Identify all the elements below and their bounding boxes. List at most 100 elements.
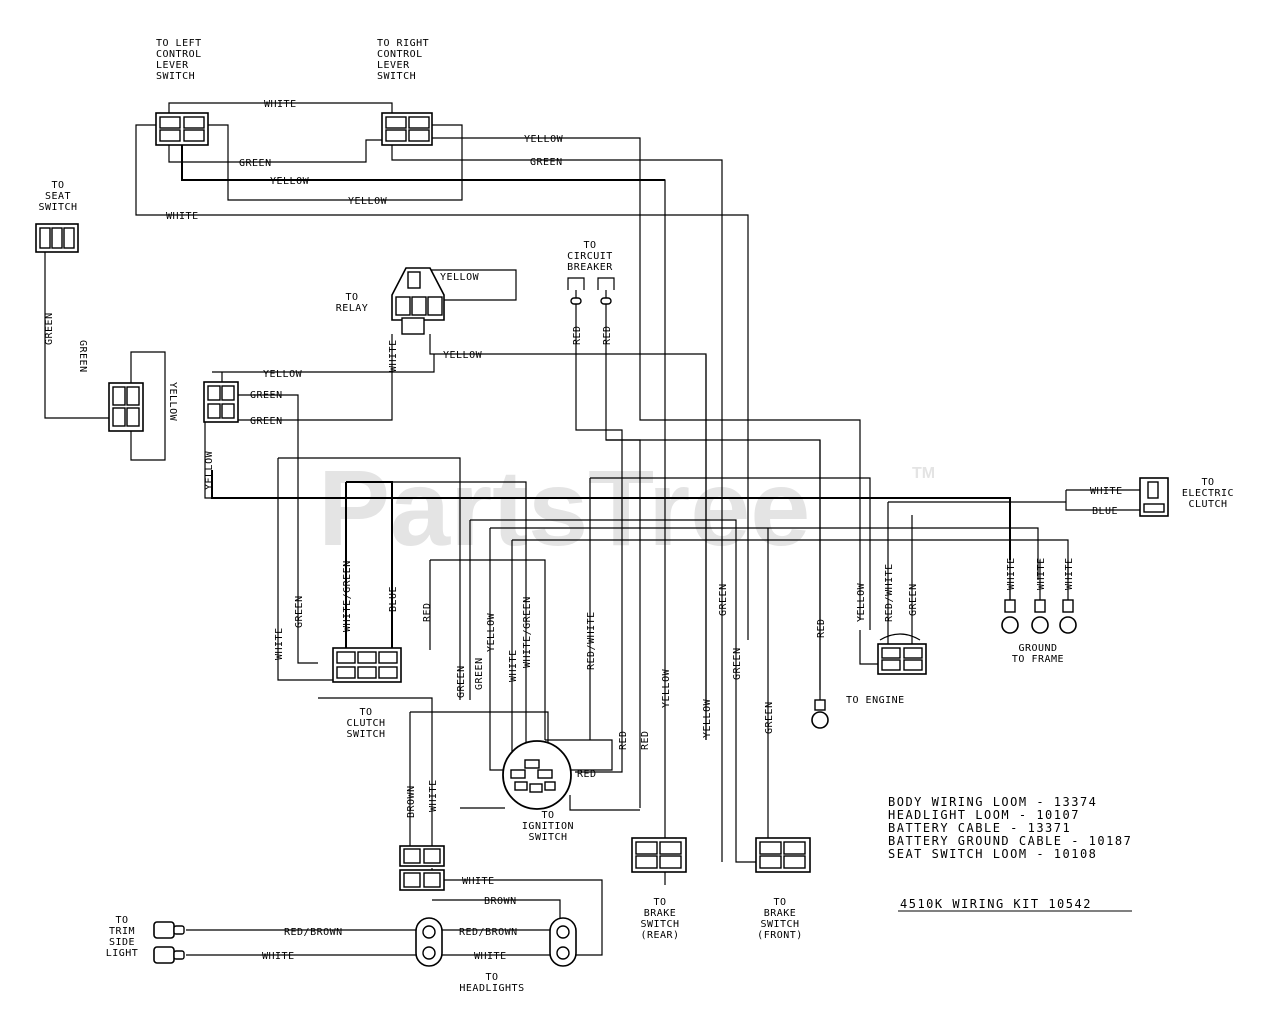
svg-text:CLUTCH: CLUTCH (346, 718, 385, 729)
svg-text:TO: TO (773, 897, 786, 908)
svg-text:RELAY: RELAY (336, 303, 369, 314)
svg-text:LIGHT: LIGHT (106, 948, 139, 959)
caption-circuit-breaker: TO CIRCUIT BREAKER (567, 240, 613, 273)
caption-brake-front: TO BRAKE SWITCH (FRONT) (757, 897, 803, 941)
vlabel-green-seat: GREEN (44, 312, 55, 345)
legend-line: SEAT SWITCH LOOM - 10108 (888, 847, 1097, 861)
vlabel-brown: BROWN (406, 785, 417, 818)
svg-text:SWITCH: SWITCH (640, 919, 679, 930)
vlabel-white-ground-2: WHITE (1036, 557, 1047, 590)
vlabel-yellow-mid: YELLOW (204, 450, 215, 490)
svg-text:BRAKE: BRAKE (764, 908, 797, 919)
legend-line: BATTERY CABLE - 13371 (888, 821, 1071, 835)
caption-seat-switch: TO SEAT SWITCH (38, 180, 77, 213)
headlight-right (549, 917, 577, 967)
wire-label-yellow-right: YELLOW (524, 134, 564, 145)
legend-line: BODY WIRING LOOM - 13374 (888, 795, 1097, 809)
svg-text:SIDE: SIDE (109, 937, 135, 948)
wire-label-white-top: WHITE (264, 99, 297, 110)
caption-right-control-lever: TO RIGHT CONTROL LEVER SWITCH (377, 38, 429, 82)
vlabel-white-ignition: WHITE (508, 649, 519, 682)
vlabel-green-ignition-2: GREEN (474, 657, 485, 690)
svg-text:LEVER: LEVER (377, 60, 410, 71)
caption-ignition-switch: TO IGNITION SWITCH (522, 810, 574, 843)
svg-text:TO RIGHT: TO RIGHT (377, 38, 429, 49)
svg-text:TO FRAME: TO FRAME (1012, 654, 1064, 665)
clutch-switch-connector (332, 647, 402, 683)
legend-line: HEADLIGHT LOOM - 10107 (888, 808, 1080, 822)
svg-text:ELECTRIC: ELECTRIC (1182, 488, 1234, 499)
caption-engine: TO ENGINE (846, 695, 905, 706)
vlabel-green-seat-2: GREEN (77, 340, 88, 373)
wire-label-yellow-relay: YELLOW (440, 272, 480, 283)
headlight-left (415, 917, 443, 967)
svg-text:SWITCH: SWITCH (377, 71, 416, 82)
vlabel-white-left: WHITE (274, 627, 285, 660)
vlabel-red-2: RED (640, 730, 651, 750)
svg-text:TO: TO (485, 972, 498, 983)
svg-text:IGNITION: IGNITION (522, 821, 574, 832)
wire-label-yellow-relay-out: YELLOW (443, 350, 483, 361)
caption-electric-clutch: TO ELECTRIC CLUTCH (1182, 477, 1234, 510)
vlabel-yellow-engine: YELLOW (856, 582, 867, 622)
svg-text:CLUTCH: CLUTCH (1188, 499, 1227, 510)
vlabel-red-white-ignition: RED/WHITE (586, 611, 597, 670)
caption-clutch-switch: TO CLUTCH SWITCH (346, 707, 385, 740)
vlabel-white-ground-3: WHITE (1064, 557, 1075, 590)
wire-label-brown-headlight: BROWN (484, 896, 517, 907)
svg-text:SWITCH: SWITCH (760, 919, 799, 930)
vlabel-green-brake-front: GREEN (764, 701, 775, 734)
wire-label-blue-clutch: BLUE (1092, 506, 1118, 517)
svg-text:TO: TO (51, 180, 64, 191)
svg-text:CONTROL: CONTROL (377, 49, 423, 60)
engine-connector (877, 643, 927, 675)
svg-text:LEVER: LEVER (156, 60, 189, 71)
wire-label-red-ignition: RED (577, 769, 597, 780)
kit-title: 4510K WIRING KIT 10542 (900, 897, 1092, 911)
wire-label-green-mid-2: GREEN (250, 416, 283, 427)
vlabel-red-clutch: RED (422, 602, 433, 622)
svg-text:SWITCH: SWITCH (38, 202, 77, 213)
caption-trim-light: TO TRIM SIDE LIGHT (106, 915, 139, 959)
relay-connector (391, 267, 445, 335)
svg-text:(REAR): (REAR) (640, 930, 679, 941)
wire-label-yellow-mid: YELLOW (263, 369, 303, 380)
vlabel-blue: BLUE (388, 586, 399, 612)
svg-text:CIRCUIT: CIRCUIT (567, 251, 613, 262)
svg-text:TO: TO (1201, 477, 1214, 488)
svg-text:TO: TO (115, 915, 128, 926)
svg-text:TO: TO (359, 707, 372, 718)
vertical-wire-labels: GREEN GREEN YELLOW WHITE RED RED YELLOW … (44, 312, 1075, 818)
wire-label-green-mid: GREEN (250, 390, 283, 401)
caption-ground: GROUND TO FRAME (1012, 643, 1064, 665)
svg-text:(FRONT): (FRONT) (757, 930, 803, 941)
caption-headlights: TO HEADLIGHTS (459, 972, 524, 994)
left-control-lever-connector (155, 112, 209, 146)
vlabel-red-1: RED (618, 730, 629, 750)
wire-label-white-long: WHITE (166, 211, 199, 222)
vlabel-green-engine: GREEN (908, 583, 919, 616)
svg-text:SWITCH: SWITCH (528, 832, 567, 843)
vlabel-red-engine: RED (816, 618, 827, 638)
wire-label-white-clutch: WHITE (1090, 486, 1123, 497)
vlabel-green-brake: GREEN (718, 583, 729, 616)
parts-legend: BODY WIRING LOOM - 13374 HEADLIGHT LOOM … (888, 795, 1132, 912)
svg-text:TO: TO (583, 240, 596, 251)
vlabel-white-relay: WHITE (388, 339, 399, 372)
svg-text:SWITCH: SWITCH (346, 729, 385, 740)
wire-label-white-headlight-2: WHITE (474, 951, 507, 962)
svg-text:HEADLIGHTS: HEADLIGHTS (459, 983, 524, 994)
watermark-tm: TM (912, 465, 935, 482)
seat-harness-connector (108, 382, 144, 432)
wire-label-white-headlight: WHITE (462, 876, 495, 887)
wire-labels: WHITE GREEN YELLOW YELLOW WHITE YELLOW G… (166, 99, 1123, 962)
vlabel-white-headlight: WHITE (428, 779, 439, 812)
svg-text:BRAKE: BRAKE (644, 908, 677, 919)
svg-text:TO: TO (541, 810, 554, 821)
svg-text:BREAKER: BREAKER (567, 262, 613, 273)
caption-relay: TO RELAY (336, 292, 369, 314)
svg-text:TO: TO (345, 292, 358, 303)
wires (44, 102, 1140, 956)
vlabel-yellow-ignition: YELLOW (486, 612, 497, 652)
wire-label-red-brown-right: RED/BROWN (459, 927, 518, 938)
